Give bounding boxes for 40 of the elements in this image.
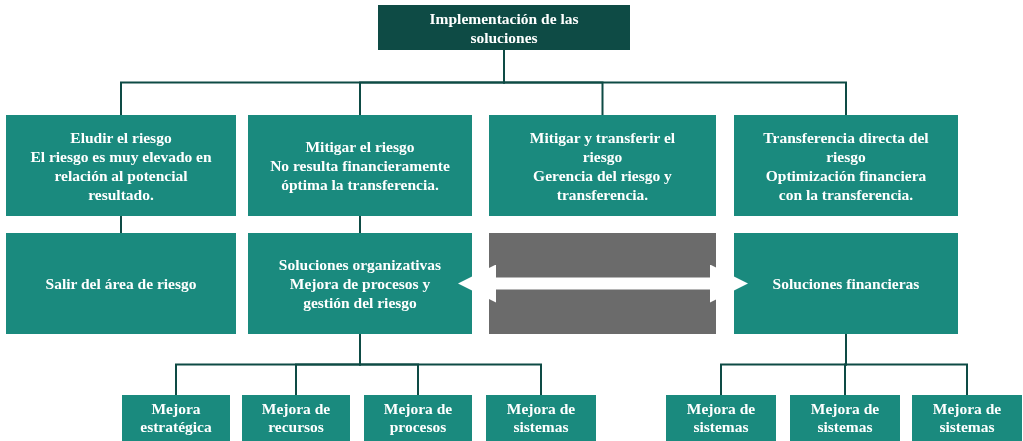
box-heading: Mejora de procesos xyxy=(382,400,454,436)
box-heading: Mejora de sistemas xyxy=(685,400,757,436)
box-heading: Implementación de las soluciones xyxy=(428,8,580,47)
process-box xyxy=(378,5,630,50)
process-box xyxy=(912,395,1022,441)
process-box xyxy=(489,115,716,216)
box-heading: Mejora estratégica xyxy=(139,400,213,436)
process-box xyxy=(248,233,472,334)
process-box xyxy=(242,395,350,441)
box-heading: Transferencia directa del riesgo xyxy=(762,127,930,166)
box-heading: Salir del área de riesgo xyxy=(45,274,197,293)
box-heading: Mitigar el riesgo xyxy=(305,137,415,156)
double-arrow xyxy=(458,264,748,303)
process-box xyxy=(6,115,236,216)
box-heading: Mejora de sistemas xyxy=(505,400,577,436)
box-heading: Soluciones organizativas xyxy=(278,255,442,274)
connector-line xyxy=(359,215,361,234)
box-heading: Eludir el riesgo xyxy=(70,127,172,147)
box-heading: Mejora de sistemas xyxy=(809,400,881,436)
process-box xyxy=(6,233,236,334)
box-description: Gerencia del riesgo y transferencia. xyxy=(532,165,673,204)
box-description: No resulta financieramente óptima la transferencia. xyxy=(270,156,450,194)
box-heading: Mejora de sistemas xyxy=(931,400,1003,436)
process-box xyxy=(248,115,472,216)
box-description: Optimización financiera con la transferencia. xyxy=(764,165,928,204)
process-box xyxy=(734,233,958,334)
process-box xyxy=(364,395,472,441)
box-heading: Soluciones financieras xyxy=(772,274,920,293)
box-heading: Mejora de recursos xyxy=(260,400,332,436)
process-box xyxy=(666,395,776,441)
process-box xyxy=(790,395,900,441)
process-box xyxy=(734,115,958,216)
connector-line xyxy=(120,215,122,234)
process-box xyxy=(486,395,596,441)
connector-line xyxy=(845,333,968,396)
connector-line xyxy=(359,333,542,396)
box-description: El riesgo es muy elevado en relación al potencial resultado. xyxy=(29,146,213,204)
box-heading: Mitigar y transferir el riesgo xyxy=(528,127,677,166)
box-description: Mejora de procesos y gestión del riesgo xyxy=(288,274,432,312)
process-box xyxy=(122,395,230,441)
